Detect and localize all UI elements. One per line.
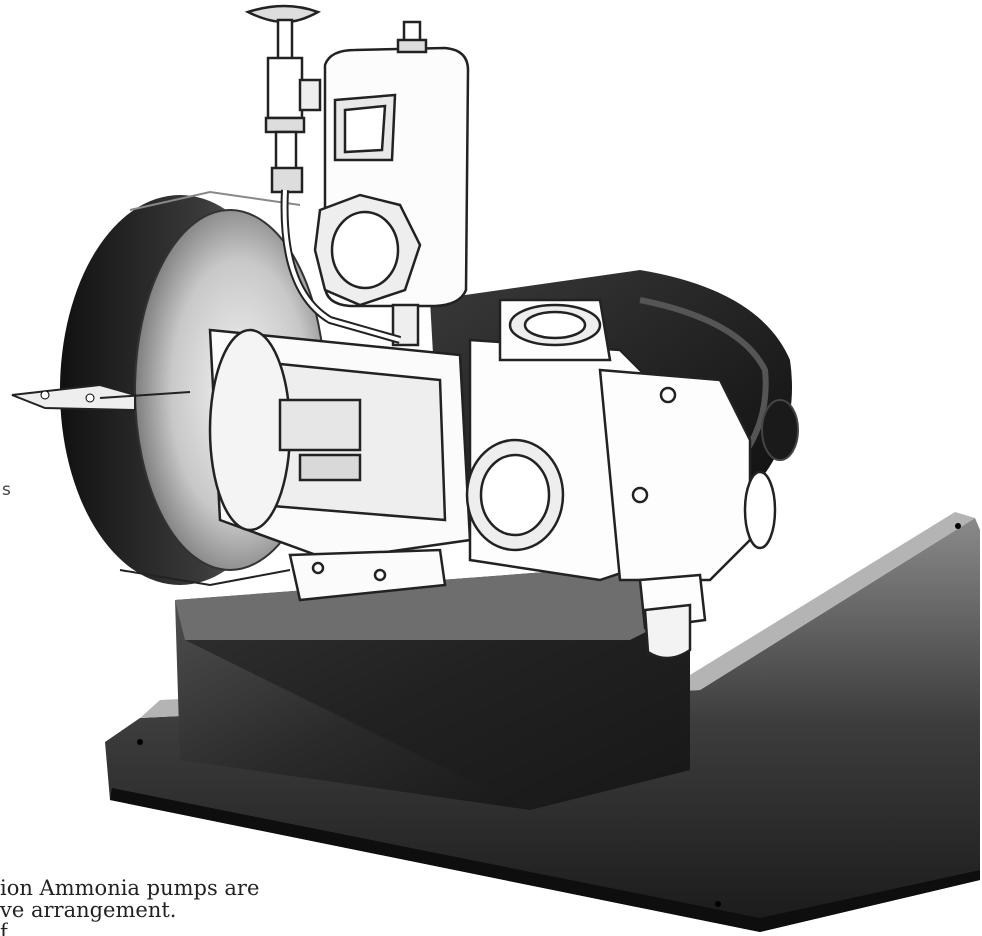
caption-line-3: f: [0, 920, 8, 936]
caption-line-1: ion Ammonia pumps are: [0, 876, 260, 900]
stray-fragment: s: [2, 480, 11, 500]
caption-line-2: ve arrangement.: [0, 898, 177, 922]
pump-housing: [208, 328, 472, 602]
oil-reservoir: [313, 20, 470, 347]
pedestal-block: [175, 565, 690, 810]
valve-assembly: [244, 4, 402, 344]
mounting-bracket: [11, 383, 191, 412]
pump-head: [465, 298, 777, 660]
